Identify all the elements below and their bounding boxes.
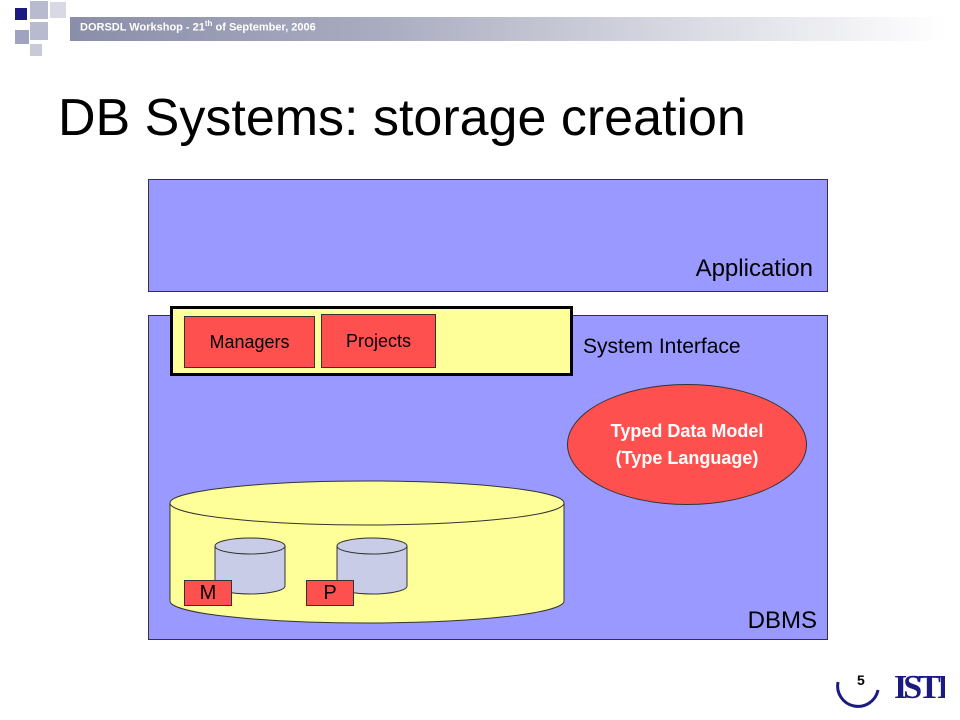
- header-square-navy: [15, 8, 27, 20]
- header-square-grey: [30, 1, 48, 19]
- header-square-light: [50, 2, 66, 18]
- dbms-label: DBMS: [747, 607, 817, 634]
- isti-logo-lettering: ISTI: [894, 669, 945, 706]
- header-bar: [70, 17, 945, 41]
- page-arc-icon: [836, 681, 880, 708]
- header-square-grey-3: [15, 30, 29, 44]
- table-m-label: M: [184, 580, 232, 606]
- header-text: DORSDL Workshop - 21th of September, 200…: [80, 19, 316, 34]
- typed-data-model-line2: (Type Language): [615, 447, 759, 468]
- header-text-main: DORSDL Workshop - 21: [80, 21, 205, 34]
- application-layer: Application: [148, 179, 828, 292]
- page-number: 5: [857, 672, 865, 688]
- header-square-light-2: [30, 44, 42, 56]
- header-text-tail: of September, 2006: [212, 21, 316, 34]
- projects-type: Projects: [321, 314, 436, 368]
- header-text-sup: th: [204, 19, 213, 28]
- application-label: Application: [695, 255, 813, 282]
- table-p-label: P: [306, 580, 354, 606]
- isti-logo: ISTI: [894, 669, 945, 706]
- typed-data-model: Typed Data Model (Type Language): [567, 384, 807, 505]
- slide-title: DB Systems: storage creation: [58, 89, 746, 147]
- managers-type: Managers: [184, 316, 315, 368]
- header-square-grey-2: [30, 22, 48, 40]
- system-interface-label: System Interface: [583, 335, 741, 358]
- typed-data-model-line1: Typed Data Model: [610, 420, 764, 441]
- table-cylinder-m: [214, 537, 286, 595]
